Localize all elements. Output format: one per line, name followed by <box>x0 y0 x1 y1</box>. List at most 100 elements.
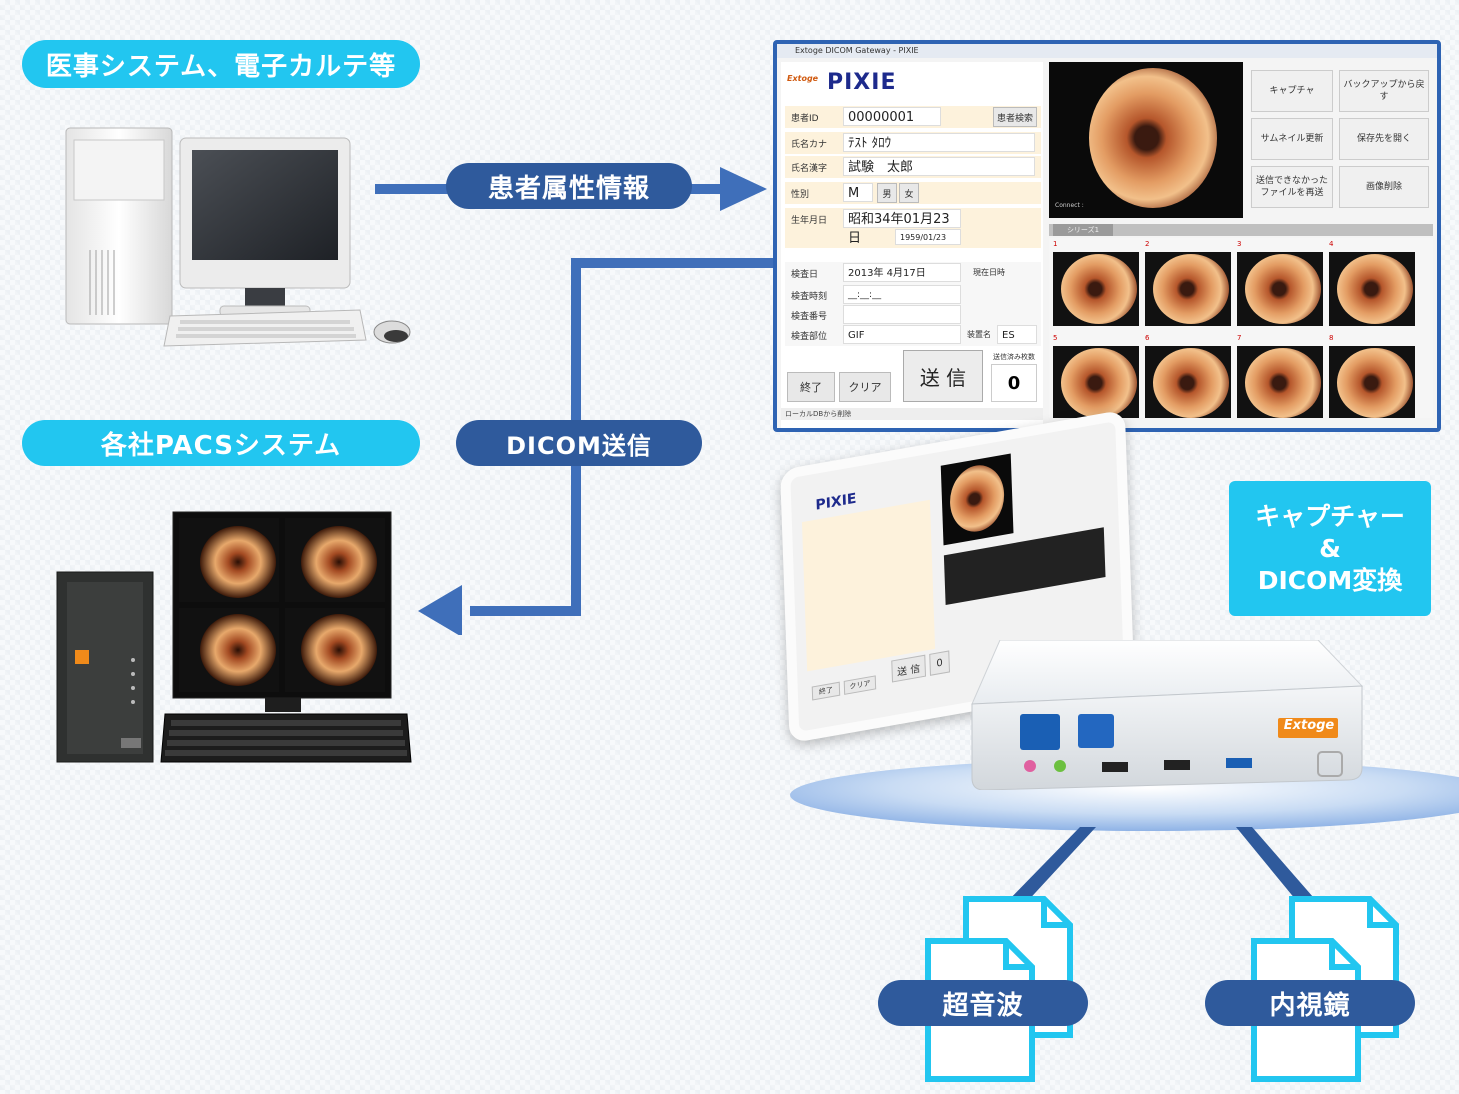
thumbnail[interactable] <box>1053 346 1139 418</box>
emr-system-label: 医事システム、電子カルテ等 <box>22 40 420 88</box>
tablet-form <box>801 499 936 672</box>
field-name-kana: 氏名カナ ﾃｽﾄ ﾀﾛｳ <box>785 132 1041 154</box>
connect-label: Connect : <box>1055 202 1084 209</box>
unsent-label: 送信済み枚数 <box>993 353 1035 361</box>
thumb-number: 2 <box>1145 240 1150 248</box>
thumbnail[interactable] <box>1145 252 1231 326</box>
live-preview: Connect : <box>1049 62 1243 218</box>
open-save-folder-button[interactable]: 保存先を開く <box>1339 118 1429 160</box>
status-bar: ローカルDBから削除 <box>781 408 1043 420</box>
field-label: 性別 <box>791 190 810 200</box>
desktop-pc-illustration <box>65 127 411 347</box>
tablet-send-button[interactable]: 送 信 <box>891 654 927 683</box>
capture-label-line1: キャプチャー <box>1255 502 1405 531</box>
field-patient-id: 患者ID 00000001 患者検索 <box>785 106 1041 128</box>
patient-info-label: 患者属性情報 <box>446 163 692 209</box>
emr-system-label-text: 医事システム、電子カルテ等 <box>45 51 397 82</box>
pacs-system-label: 各社PACSシステム <box>22 420 420 466</box>
dicom-send-label: DICOM送信 <box>456 420 702 466</box>
device-brand: Extoge <box>1283 718 1335 733</box>
patient-search-button[interactable]: 患者検索 <box>993 107 1037 127</box>
pacs-workstation-illustration <box>56 511 412 763</box>
tablet-preview <box>940 453 1014 546</box>
now-checkbox-label[interactable]: 現在日時 <box>973 268 1005 277</box>
thumbnail[interactable] <box>1237 346 1323 418</box>
thumb-number: 5 <box>1053 334 1058 342</box>
thumbnail-grid: 1 2 3 4 5 6 7 8 <box>1049 238 1433 418</box>
field-label: 検査時刻 <box>791 292 828 302</box>
modality-label: 装置名 <box>967 330 991 339</box>
thumb-number: 6 <box>1145 334 1150 342</box>
field-label: 検査部位 <box>791 332 828 342</box>
pixie-app-window: Extoge DICOM Gateway - PIXIE Extoge PIXI… <box>773 40 1441 432</box>
series-tab[interactable]: シリーズ1 <box>1053 224 1113 236</box>
restore-backup-button[interactable]: バックアップから戻す <box>1339 70 1429 112</box>
pacs-system-label-text: 各社PACSシステム <box>100 430 342 461</box>
thumbnail[interactable] <box>1237 252 1323 326</box>
tablet-clear-button[interactable]: クリア <box>843 675 877 695</box>
refresh-thumbnails-button[interactable]: サムネイル更新 <box>1251 118 1333 160</box>
file-connectors <box>1004 827 1320 905</box>
thumbnail[interactable] <box>1329 346 1415 418</box>
field-name-kanji: 氏名漢字 試験 太郎 <box>785 156 1041 178</box>
endoscope-live-image <box>1089 68 1217 208</box>
app-brand-sub: Extoge <box>787 74 819 83</box>
field-label: 氏名カナ <box>791 140 828 150</box>
capture-button[interactable]: キャプチャ <box>1251 70 1333 112</box>
thumb-number: 3 <box>1237 240 1242 248</box>
clear-button[interactable]: クリア <box>839 372 891 402</box>
name-kana-input[interactable]: ﾃｽﾄ ﾀﾛｳ <box>843 133 1035 152</box>
endoscope-label: 内視鏡 <box>1205 980 1415 1026</box>
field-label: 検査番号 <box>791 312 828 322</box>
field-exam-time: 検査時刻 __:__:__ <box>785 284 1041 306</box>
ultrasound-label: 超音波 <box>878 980 1088 1026</box>
field-sex: 性別 M 男 女 <box>785 182 1041 204</box>
field-exam-number: 検査番号 <box>785 304 1041 326</box>
exam-time-input[interactable]: __:__:__ <box>843 285 961 304</box>
app-brand: PIXIE <box>827 70 897 95</box>
sex-female-button[interactable]: 女 <box>899 183 919 203</box>
endoscope-label-text: 内視鏡 <box>1269 990 1351 1021</box>
tablet-endo-image <box>948 460 1006 537</box>
send-button[interactable]: 送 信 <box>903 350 983 402</box>
unsent-count: 0 <box>991 364 1037 402</box>
field-exam-date: 検査日 2013年 4月17日 現在日時 <box>785 262 1041 284</box>
exam-number-input[interactable] <box>843 305 961 324</box>
name-kanji-input[interactable]: 試験 太郎 <box>843 157 1035 176</box>
sex-input[interactable]: M <box>843 183 873 202</box>
resend-failed-button[interactable]: 送信できなかったファイルを再送 <box>1251 166 1333 208</box>
thumb-number: 4 <box>1329 240 1334 248</box>
dicom-send-label-text: DICOM送信 <box>506 431 652 460</box>
thumb-number: 1 <box>1053 240 1058 248</box>
tablet-unsent-count: 0 <box>929 650 950 676</box>
capture-dicom-label: キャプチャー & DICOM変換 <box>1229 481 1431 616</box>
thumbnail[interactable] <box>1053 252 1139 326</box>
series-tab-strip: シリーズ1 <box>1049 224 1433 236</box>
birth-date-input[interactable]: 昭和34年01月23日 <box>843 209 961 246</box>
capture-label-line2: & <box>1319 534 1341 563</box>
thumb-number: 7 <box>1237 334 1242 342</box>
ultrasound-label-text: 超音波 <box>942 990 1024 1021</box>
birth-date-western: 1959/01/23 <box>895 229 961 245</box>
patient-id-input[interactable]: 00000001 <box>843 107 941 126</box>
exam-date-input[interactable]: 2013年 4月17日 <box>843 263 961 282</box>
field-birth-date: 生年月日 昭和34年01月23日 1959/01/23 <box>785 208 1041 248</box>
thumbnail[interactable] <box>1145 346 1231 418</box>
patient-info-label-text: 患者属性情報 <box>487 173 650 204</box>
field-label: 生年月日 <box>791 216 828 226</box>
field-label: 氏名漢字 <box>791 164 828 174</box>
app-title-bar: Extoge DICOM Gateway - PIXIE <box>777 44 1437 58</box>
thumbnail[interactable] <box>1329 252 1415 326</box>
exam-part-select[interactable]: GIF <box>843 325 961 344</box>
app-patient-panel: Extoge PIXIE 患者ID 00000001 患者検索 氏名カナ ﾃｽﾄ… <box>781 62 1043 428</box>
delete-image-button[interactable]: 画像削除 <box>1339 166 1429 208</box>
end-button[interactable]: 終了 <box>787 372 835 402</box>
capture-label-line3: DICOM変換 <box>1257 566 1403 595</box>
tablet-end-button[interactable]: 終了 <box>811 681 841 701</box>
thumb-number: 8 <box>1329 334 1334 342</box>
field-label: 検査日 <box>791 270 819 280</box>
modality-select[interactable]: ES <box>997 325 1037 344</box>
field-exam-part: 検査部位 GIF 装置名 ES <box>785 324 1041 346</box>
sex-male-button[interactable]: 男 <box>877 183 897 203</box>
tablet-brand: PIXIE <box>815 490 857 514</box>
